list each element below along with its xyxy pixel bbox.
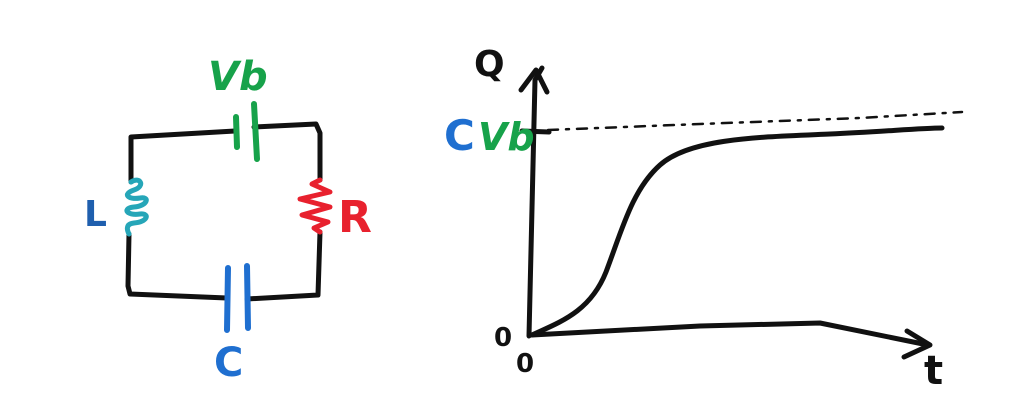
y-axis-label: Q [474, 44, 505, 85]
y-axis-tick [519, 128, 552, 135]
resistor-label: R [338, 192, 372, 243]
circuit-wires [125, 121, 323, 302]
battery-long-plate [251, 101, 260, 162]
resistor-path [297, 177, 333, 235]
x-axis-label: t [924, 348, 943, 394]
inductor-loops [124, 177, 149, 237]
y-axis [518, 65, 552, 339]
battery-short-plate [233, 114, 240, 150]
battery-symbol [233, 101, 260, 162]
y-axis-line [526, 65, 545, 339]
capacitor-label: C [214, 340, 243, 386]
wire-top-right [251, 121, 323, 183]
x-axis-line [529, 320, 931, 348]
charge-graph: Q t 0 0 C Vb [444, 44, 964, 394]
wire-top-left [128, 128, 238, 185]
wire-bottom-left [125, 231, 230, 301]
capacitor-symbol [224, 263, 251, 333]
resistor-zigzag [297, 177, 333, 235]
capacitor-right-plate [244, 263, 251, 331]
capacitor-left-plate [224, 265, 231, 333]
asymptote-dashed-line [546, 110, 964, 132]
battery-label: Vb [208, 54, 268, 100]
y-origin-label: 0 [494, 323, 512, 353]
y-axis-arrow [518, 67, 550, 95]
circuit-diagram: Vb L R C [84, 54, 372, 386]
asymptote-label-c: C [444, 111, 475, 160]
x-origin-label: 0 [516, 349, 534, 379]
inductor-coil [124, 177, 149, 237]
x-axis-arrow [901, 328, 933, 360]
asymptote-label-vb: Vb [478, 115, 535, 159]
x-axis [529, 320, 933, 360]
charge-curve [529, 125, 945, 338]
inductor-label: L [84, 194, 107, 235]
wire-bottom-right [244, 229, 323, 302]
